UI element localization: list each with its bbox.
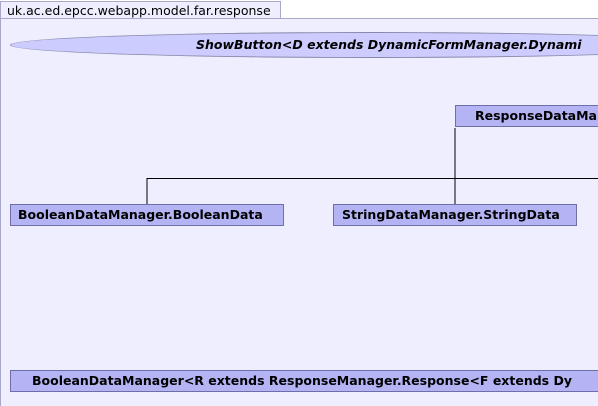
- show-button-interface-label: ShowButton<D extends DynamicFormManager.…: [196, 37, 582, 52]
- boolean-data-class-label: BooleanDataManager.BooleanData: [18, 207, 263, 222]
- show-button-interface-node[interactable]: [10, 32, 598, 58]
- package-name: uk.ac.ed.epcc.webapp.model.far.response: [7, 3, 271, 18]
- string-data-class-label: StringDataManager.StringData: [342, 207, 560, 222]
- package-tab: uk.ac.ed.epcc.webapp.model.far.response: [0, 1, 281, 18]
- string-data-class[interactable]: StringDataManager.StringData: [333, 204, 577, 226]
- boolean-data-class[interactable]: BooleanDataManager.BooleanData: [10, 204, 284, 226]
- response-data-class[interactable]: ResponseDataMa: [455, 105, 598, 127]
- boolean-data-manager-class-label: BooleanDataManager<R extends ResponseMan…: [32, 373, 572, 388]
- response-data-class-label: ResponseDataMa: [475, 108, 597, 123]
- boolean-data-manager-class[interactable]: BooleanDataManager<R extends ResponseMan…: [10, 370, 598, 392]
